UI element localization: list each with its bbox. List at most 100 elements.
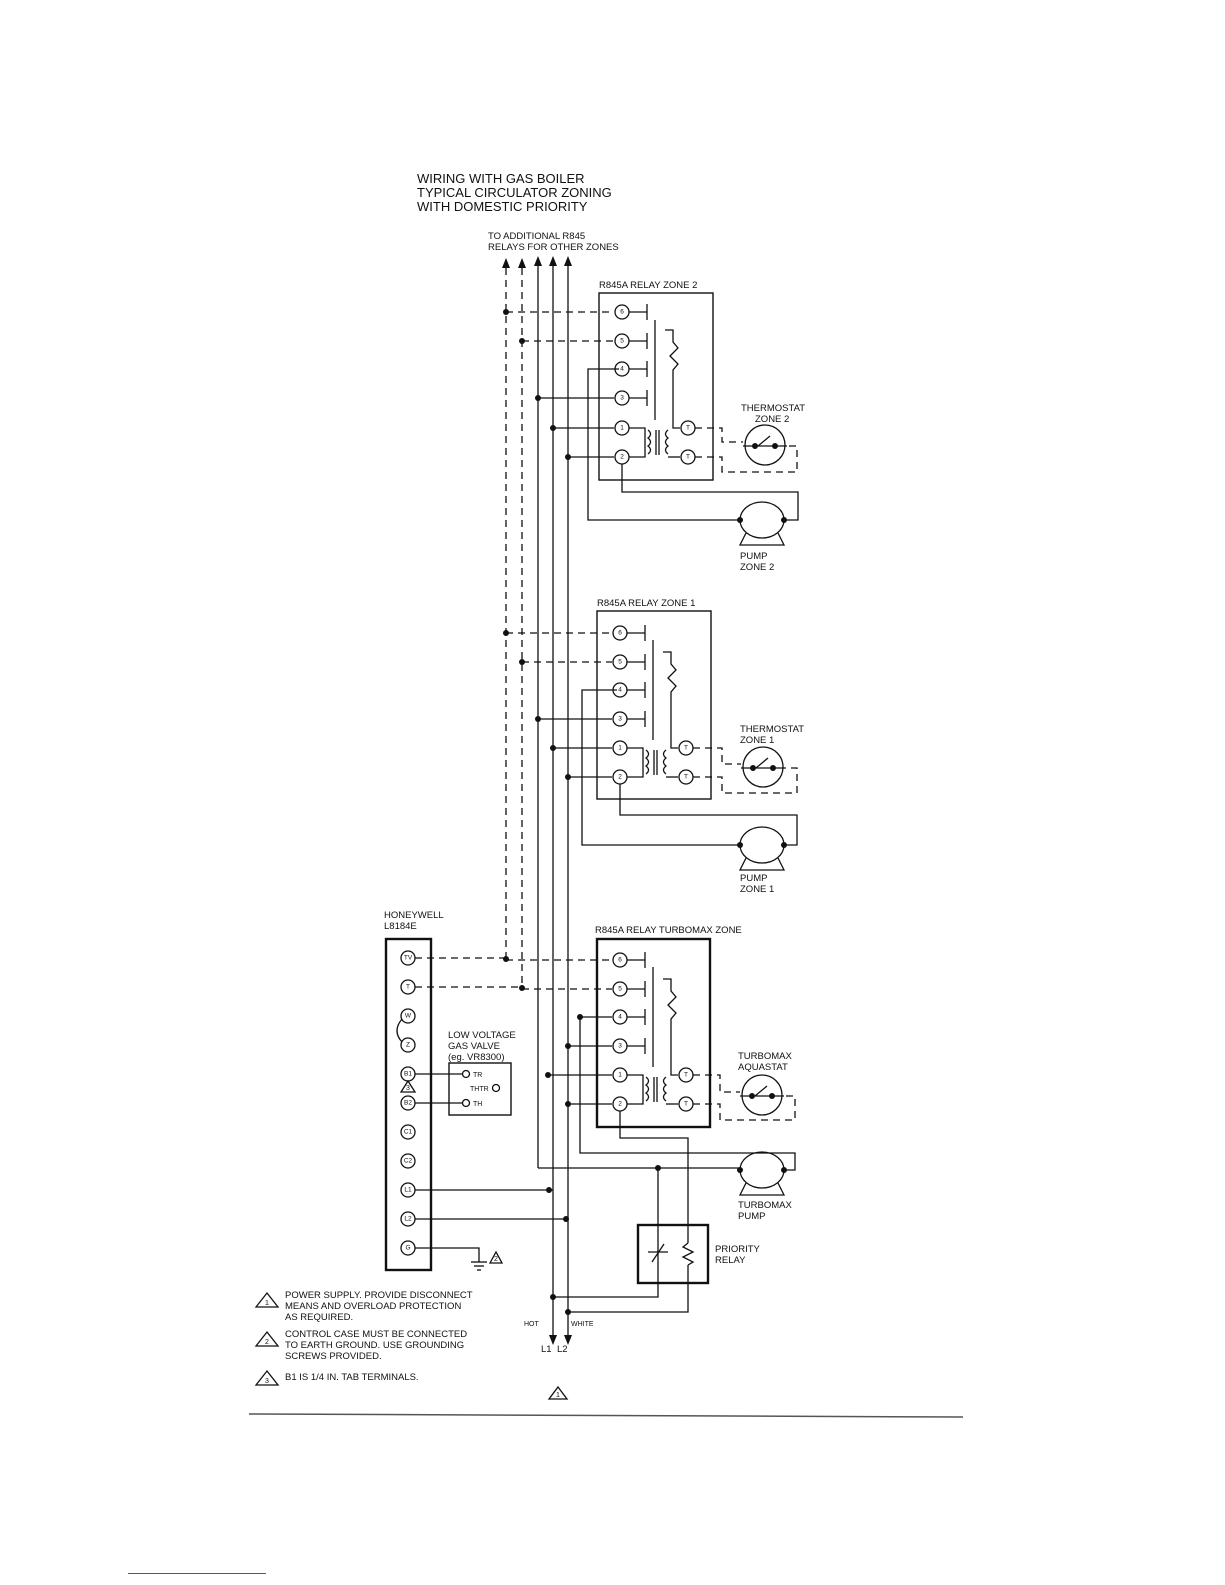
controller-terminal-tv: TV — [404, 955, 413, 962]
thermostat-zone-1-label-1: THERMOSTAT — [740, 724, 804, 735]
supply-l1-label: L1 — [541, 1344, 552, 1355]
aquastat-label-2: AQUASTAT — [738, 1062, 788, 1073]
note-1-line-2: MEANS AND OVERLOAD PROTECTION — [285, 1301, 461, 1312]
pump-turbomax: TURBOMAX PUMP — [737, 1151, 793, 1222]
thermostat-zone-1: THERMOSTAT ZONE 1 — [693, 724, 804, 794]
relay-tm-terminal-4: 4 — [618, 1014, 622, 1021]
pump-zone-2-label-1: PUMP — [740, 551, 767, 562]
relay-zone-1-label: R845A RELAY ZONE 1 — [597, 598, 695, 609]
pump-zone-2-label-2: ZONE 2 — [740, 562, 774, 573]
top-note-line-2: RELAYS FOR OTHER ZONES — [488, 242, 619, 253]
relay-z1-terminal-6: 6 — [618, 630, 622, 637]
relay-tm-terminal-3: 3 — [618, 1043, 622, 1050]
gas-valve-label-3: (eg. VR8300) — [448, 1052, 505, 1063]
relay-z2-terminal-6: 6 — [620, 309, 624, 316]
relay-z1-terminal-3: 3 — [618, 716, 622, 723]
relay-z1-terminal-4: 4 — [618, 687, 622, 694]
relay-tm-terminal-2: 2 — [618, 1101, 622, 1108]
relay-z2-terminal-5: 5 — [620, 338, 624, 345]
thermostat-zone-2-label-2: ZONE 2 — [755, 414, 789, 425]
relay-z2-t-2: T — [686, 454, 690, 461]
supply-hot-label: HOT — [524, 1321, 540, 1328]
gas-valve-terminal-th: TH — [473, 1101, 482, 1108]
honeywell-controller: HONEYWELL L8184E TV T W Z B1 B2 C1 C2 L1… — [384, 910, 569, 1272]
relay-tm-t-1: T — [684, 1072, 688, 1079]
b1-note-marker: 3 — [406, 1085, 410, 1092]
note-3-number: 3 — [265, 1378, 269, 1385]
footer-rule — [248, 1413, 964, 1418]
thermostat-zone-2: THERMOSTAT ZONE 2 — [695, 403, 805, 473]
bus-wires — [502, 256, 572, 1345]
relay-zone-1: R845A RELAY ZONE 1 6 5 4 3 1 2 T T — [503, 598, 798, 846]
gas-valve-terminal-thtr: THTR — [470, 1086, 489, 1093]
controller-terminal-b1: B1 — [404, 1071, 412, 1078]
relay-zone-2-label: R845A RELAY ZONE 2 — [599, 280, 697, 291]
controller-terminal-l1: L1 — [404, 1187, 412, 1194]
gas-valve-label-2: GAS VALVE — [448, 1041, 500, 1052]
relay-z2-t-1: T — [686, 425, 690, 432]
controller-terminal-t: T — [406, 984, 410, 991]
relay-z2-terminal-4: 4 — [620, 366, 624, 373]
relay-z1-terminal-2: 2 — [618, 774, 622, 781]
controller-terminal-c1: C1 — [404, 1129, 413, 1136]
relay-tm-terminal-6: 6 — [618, 957, 622, 964]
gas-valve: LOW VOLTAGE GAS VALVE (eg. VR8300) TR TH… — [415, 1030, 516, 1116]
relay-turbomax: R845A RELAY TURBOMAX ZONE 6 5 4 3 1 2 T — [506, 925, 796, 1225]
priority-relay-label-1: PRIORITY — [715, 1244, 761, 1255]
relay-tm-terminal-5: 5 — [618, 986, 622, 993]
note-2-line-1: CONTROL CASE MUST BE CONNECTED — [285, 1329, 467, 1340]
controller-terminal-z: Z — [406, 1042, 410, 1049]
note-1-line-1: POWER SUPPLY. PROVIDE DISCONNECT — [285, 1290, 473, 1301]
gas-valve-terminal-tr: TR — [473, 1072, 482, 1079]
note-2-line-3: SCREWS PROVIDED. — [285, 1351, 382, 1362]
relay-zone-2: R845A RELAY ZONE 2 6 5 4 3 1 2 T T — [503, 280, 799, 521]
notes: 1 POWER SUPPLY. PROVIDE DISCONNECT MEANS… — [254, 1290, 473, 1386]
diagram-title-line-2: TYPICAL CIRCULATOR ZONING — [417, 185, 612, 200]
power-supply: HOT WHITE L1 L2 1 — [524, 1321, 594, 1400]
relay-z1-terminal-1: 1 — [618, 745, 622, 752]
note-2-number: 2 — [265, 1339, 269, 1346]
pump-zone-1: PUMP ZONE 1 — [737, 826, 787, 895]
controller-terminal-l2: L2 — [404, 1216, 412, 1223]
diagram-title-line-3: WITH DOMESTIC PRIORITY — [417, 199, 588, 214]
pump-zone-1-label-2: ZONE 1 — [740, 884, 774, 895]
controller-terminal-w: W — [405, 1013, 412, 1020]
relay-tm-terminal-1: 1 — [618, 1072, 622, 1079]
turbomax-aquastat: TURBOMAX AQUASTAT — [693, 1051, 796, 1121]
note-2-line-2: TO EARTH GROUND. USE GROUNDING — [285, 1340, 464, 1351]
relay-z2-terminal-3: 3 — [620, 395, 624, 402]
footer-link-underline[interactable] — [128, 1573, 266, 1574]
controller-label-2: L8184E — [384, 921, 417, 932]
note-3-line-1: B1 IS 1/4 IN. TAB TERMINALS. — [285, 1372, 419, 1383]
ground-note-marker: 2 — [494, 1256, 498, 1263]
relay-z1-t-2: T — [684, 774, 688, 781]
pump-turbomax-label-1: TURBOMAX — [738, 1200, 793, 1211]
priority-relay-label-2: RELAY — [715, 1255, 746, 1266]
pump-zone-1-label-1: PUMP — [740, 873, 767, 884]
diagram-title-line-1: WIRING WITH GAS BOILER — [417, 171, 585, 186]
pump-turbomax-label-2: PUMP — [738, 1211, 765, 1222]
relay-z2-terminal-2: 2 — [620, 454, 624, 461]
controller-terminal-g: G — [405, 1245, 410, 1252]
supply-l2-label: L2 — [557, 1344, 568, 1355]
note-1-number: 1 — [265, 1300, 269, 1307]
top-note-line-1: TO ADDITIONAL R845 — [488, 231, 585, 242]
priority-relay: PRIORITY RELAY — [550, 1223, 761, 1315]
controller-label-1: HONEYWELL — [384, 910, 444, 921]
relay-tm-t-2: T — [684, 1101, 688, 1108]
note-1-line-3: AS REQUIRED. — [285, 1312, 353, 1323]
thermostat-zone-1-label-2: ZONE 1 — [740, 735, 774, 746]
controller-terminal-c2: C2 — [404, 1158, 413, 1165]
relay-z1-terminal-5: 5 — [618, 659, 622, 666]
supply-white-label: WHITE — [571, 1321, 594, 1328]
thermostat-zone-2-label-1: THERMOSTAT — [741, 403, 805, 414]
pump-zone-2: PUMP ZONE 2 — [737, 501, 787, 573]
aquastat-label-1: TURBOMAX — [738, 1051, 793, 1062]
relay-z1-t-1: T — [684, 745, 688, 752]
controller-terminal-b2: B2 — [404, 1100, 412, 1107]
supply-note-marker: 1 — [556, 1392, 560, 1399]
gas-valve-label-1: LOW VOLTAGE — [448, 1030, 516, 1041]
relay-turbomax-label: R845A RELAY TURBOMAX ZONE — [595, 925, 742, 936]
relay-z2-terminal-1: 1 — [620, 425, 624, 432]
